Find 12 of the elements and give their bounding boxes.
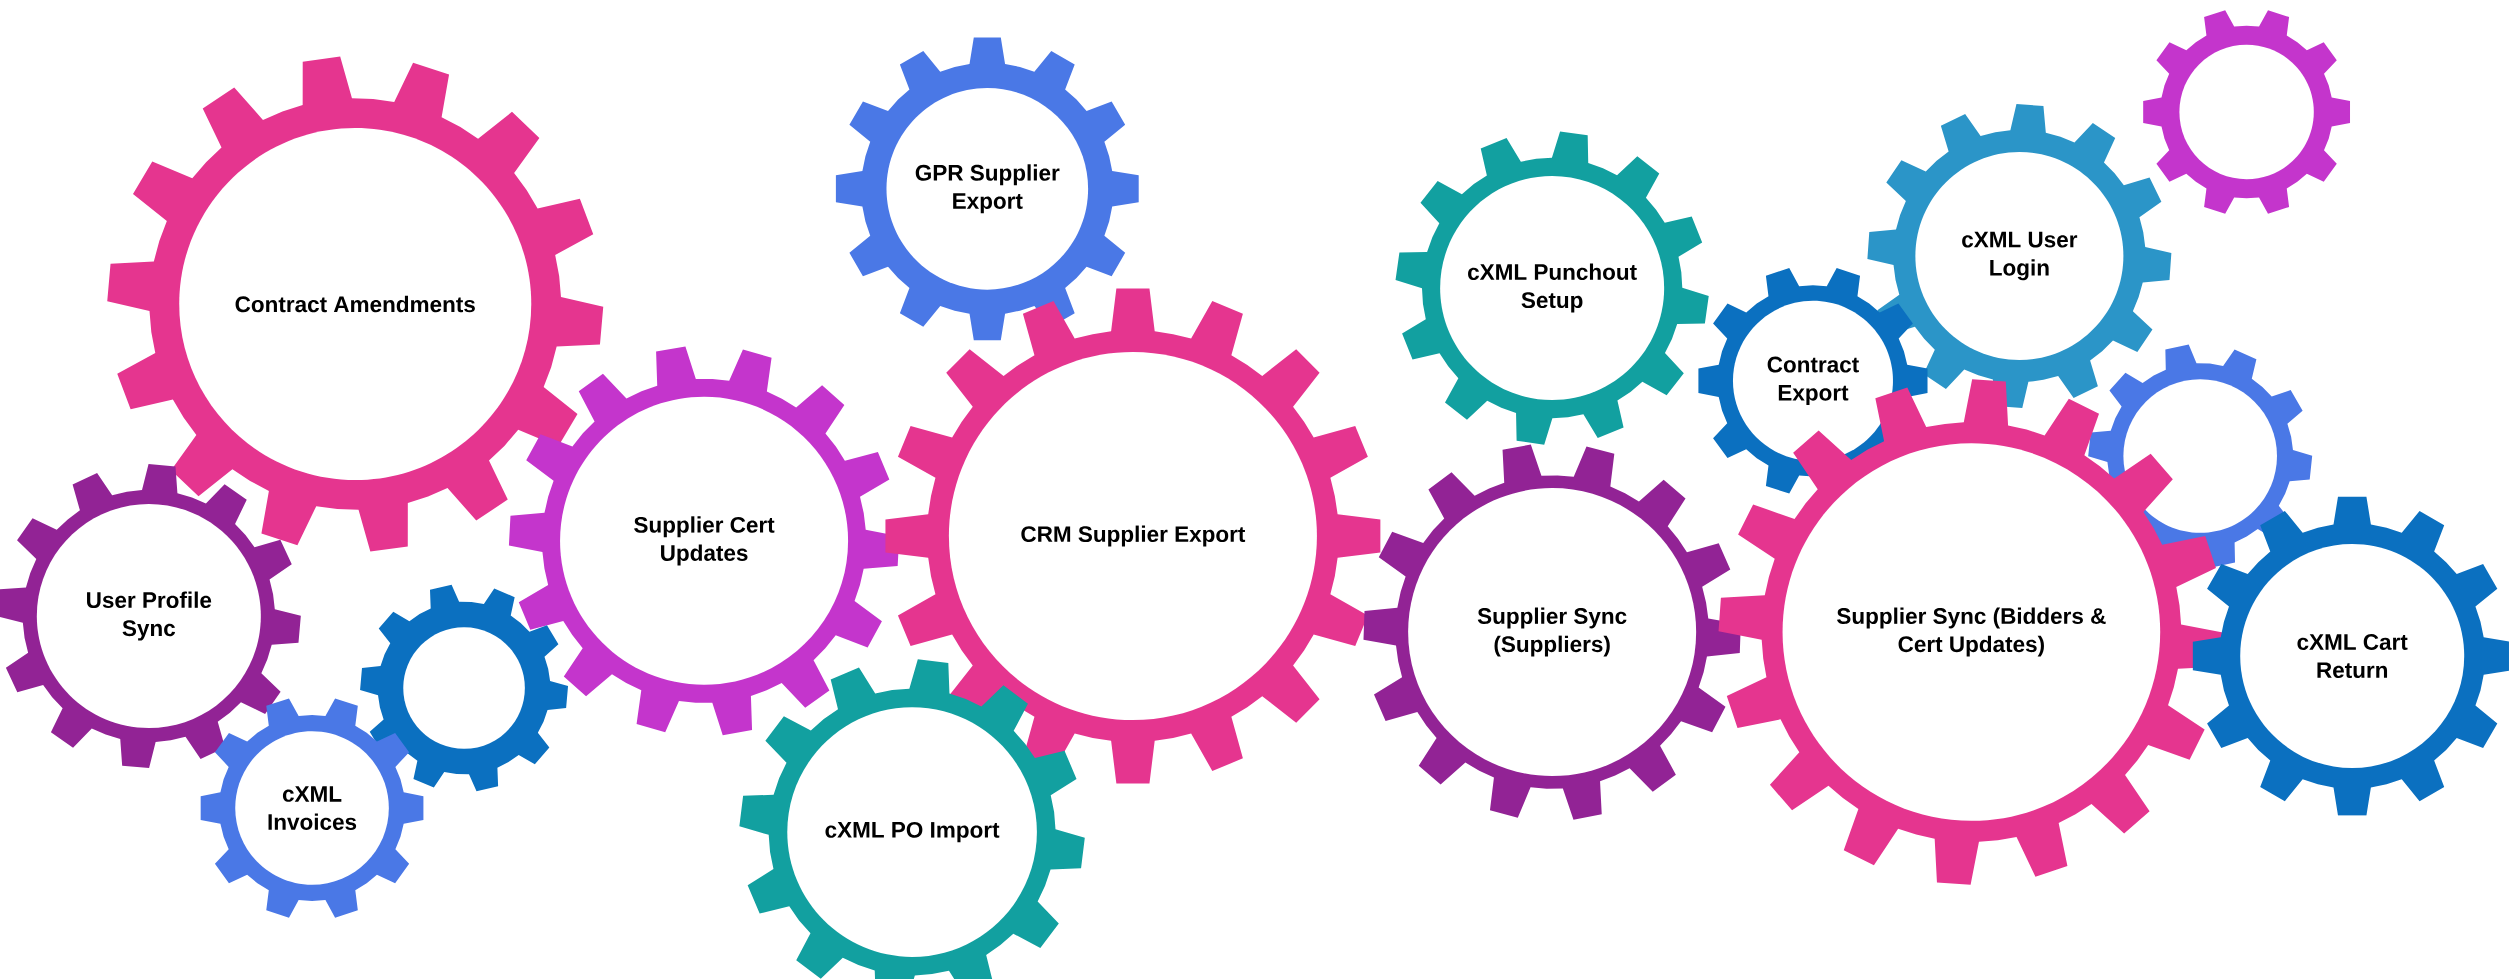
gear: cXML PO Import [739,659,1085,979]
gear: CRM Supplier Export [885,288,1381,784]
gear: cXML Cart Return [2192,496,2509,816]
gear [360,584,569,792]
gear: cXML Invoices [200,698,424,918]
gear: Contract Amendments [107,56,604,552]
gear [2143,10,2350,214]
gear: GPR Supplier Export [835,37,1139,341]
gear: User Profile Sync [0,463,301,768]
gear: cXML Punchout Setup [1395,131,1709,445]
gear: Supplier Sync (Suppliers) [1363,444,1741,820]
gear: Supplier Cert Updates [508,346,900,736]
